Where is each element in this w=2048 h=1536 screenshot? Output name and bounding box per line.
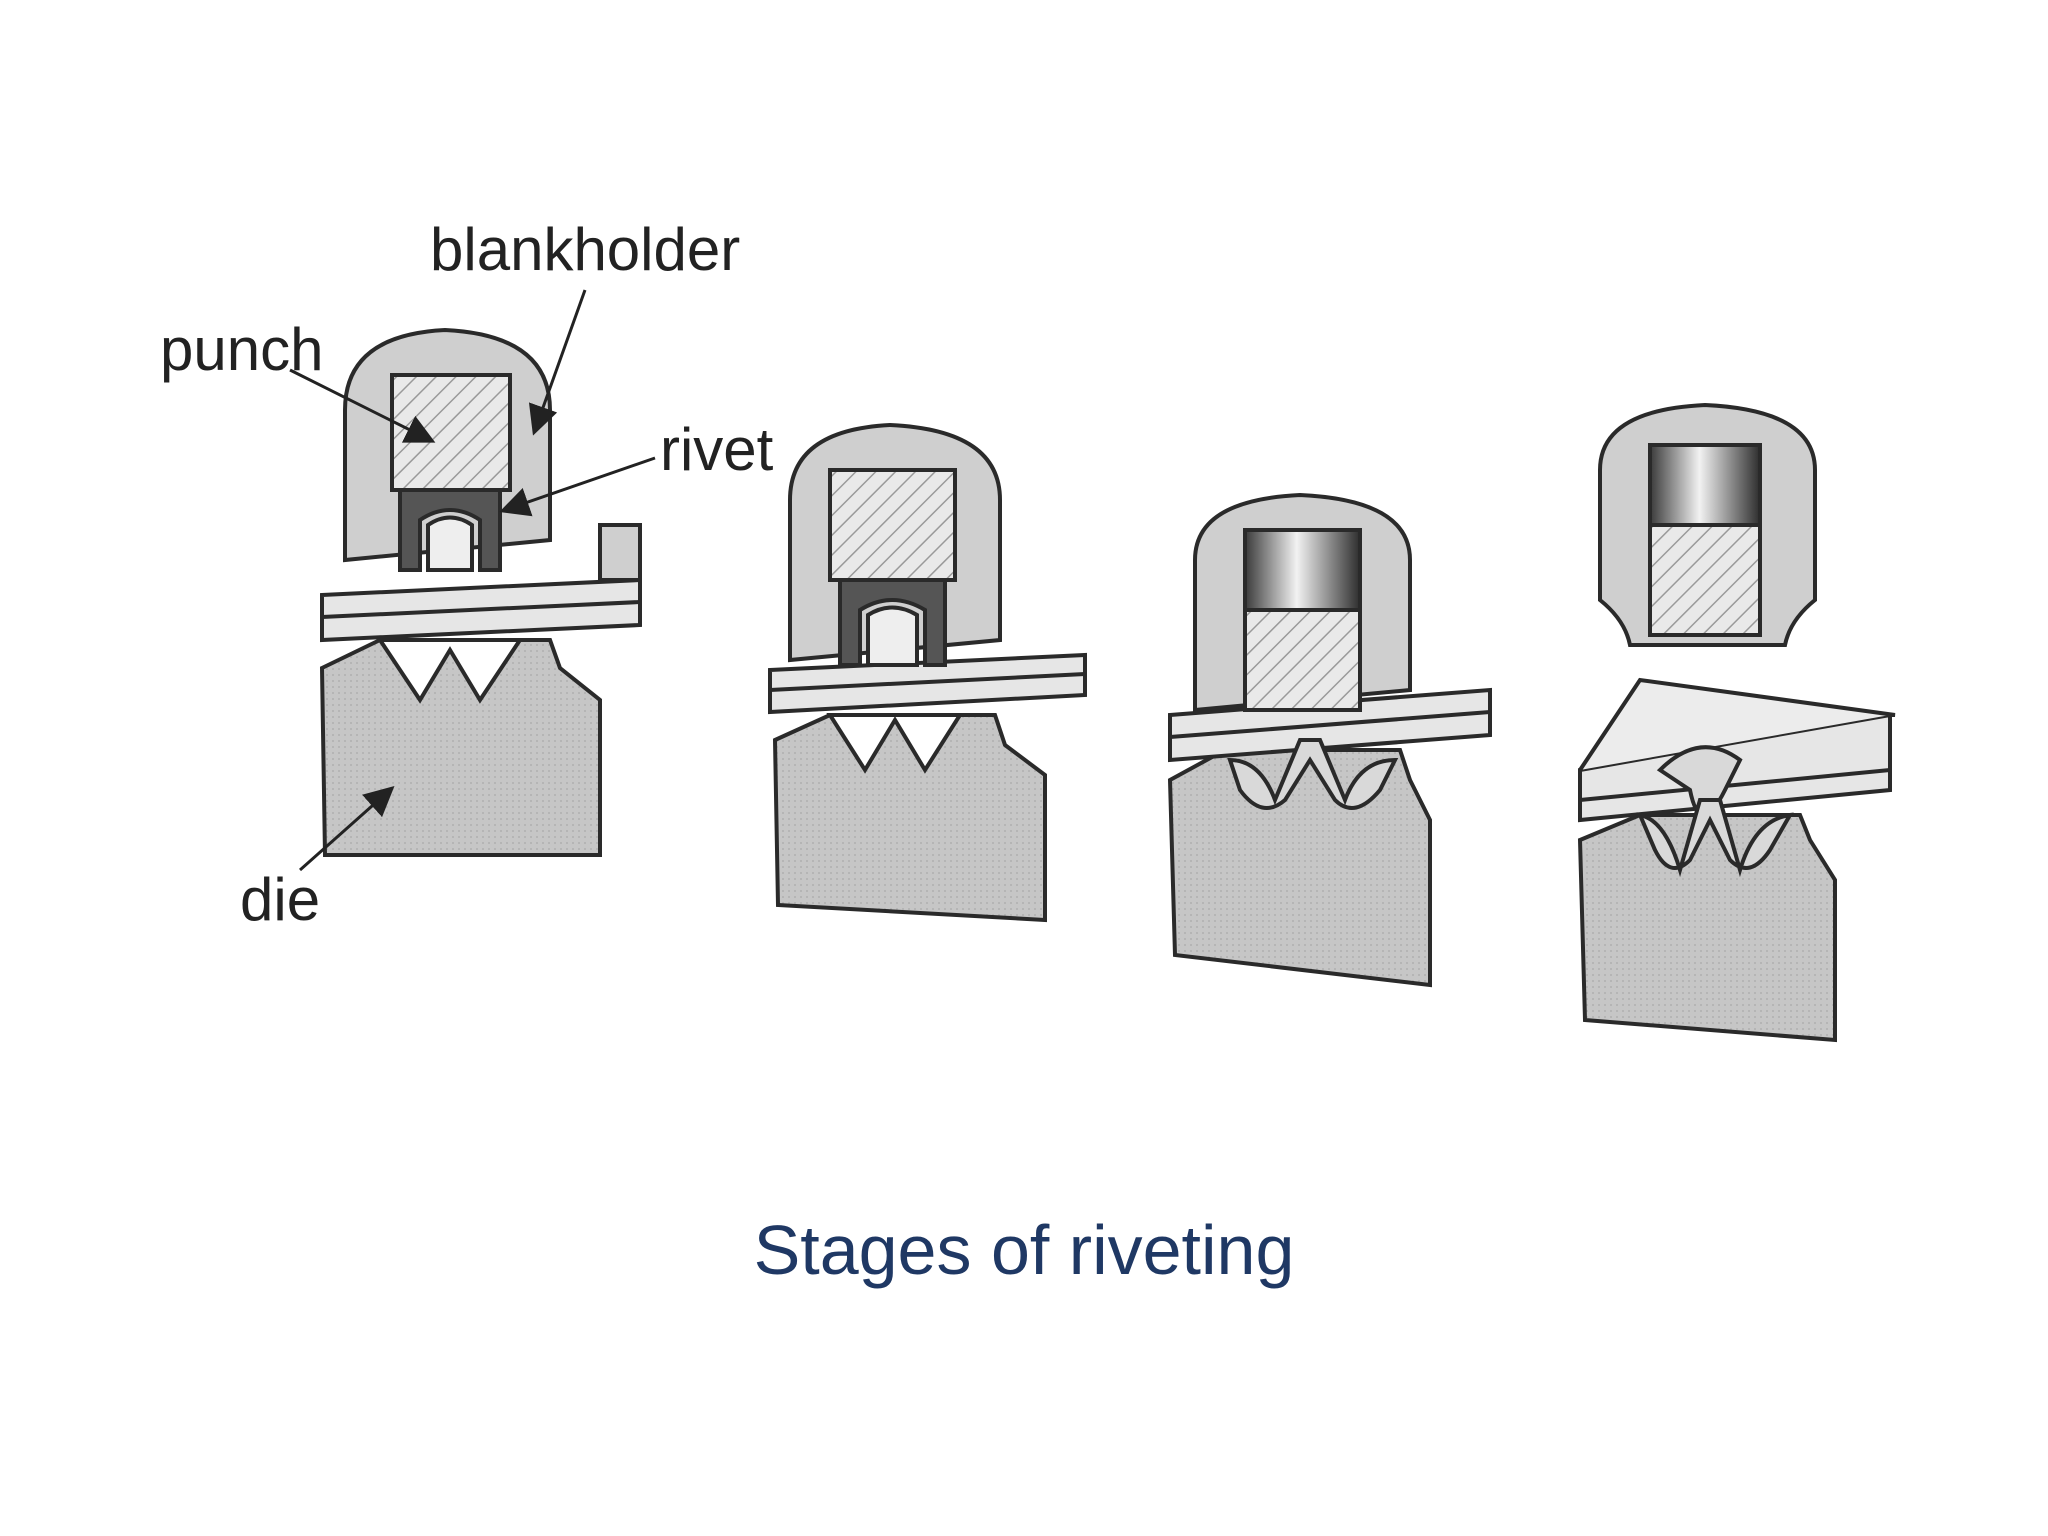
rivet-stage-1	[398, 488, 502, 572]
leader-rivet	[499, 456, 656, 517]
label-blankholder: blankholder	[430, 216, 740, 283]
punch-stage-3	[1243, 608, 1362, 712]
stage-3	[1167, 492, 1492, 988]
punch-stage-4	[1648, 523, 1762, 637]
leader-die	[299, 786, 395, 872]
punch-stage-2	[828, 468, 957, 582]
stage-2	[768, 422, 1087, 923]
die-stage-1	[319, 638, 602, 857]
slide-caption: Stages of riveting	[753, 1211, 1295, 1289]
leader-punch	[289, 368, 436, 443]
label-rivet: rivet	[660, 416, 774, 483]
die-stage-4	[1577, 813, 1837, 1043]
stage-4	[1577, 402, 1896, 1043]
label-die: die	[240, 866, 320, 933]
punch-stage-1	[390, 373, 512, 492]
die-stage-3	[1167, 748, 1432, 988]
rivet-head-cavity-stage-4	[1648, 443, 1762, 527]
rivet-stage-3	[1227, 738, 1399, 810]
leader-blankholder	[528, 289, 587, 436]
rivet-stage-2	[838, 578, 947, 667]
rivet-head-cavity-stage-3	[1243, 528, 1362, 612]
